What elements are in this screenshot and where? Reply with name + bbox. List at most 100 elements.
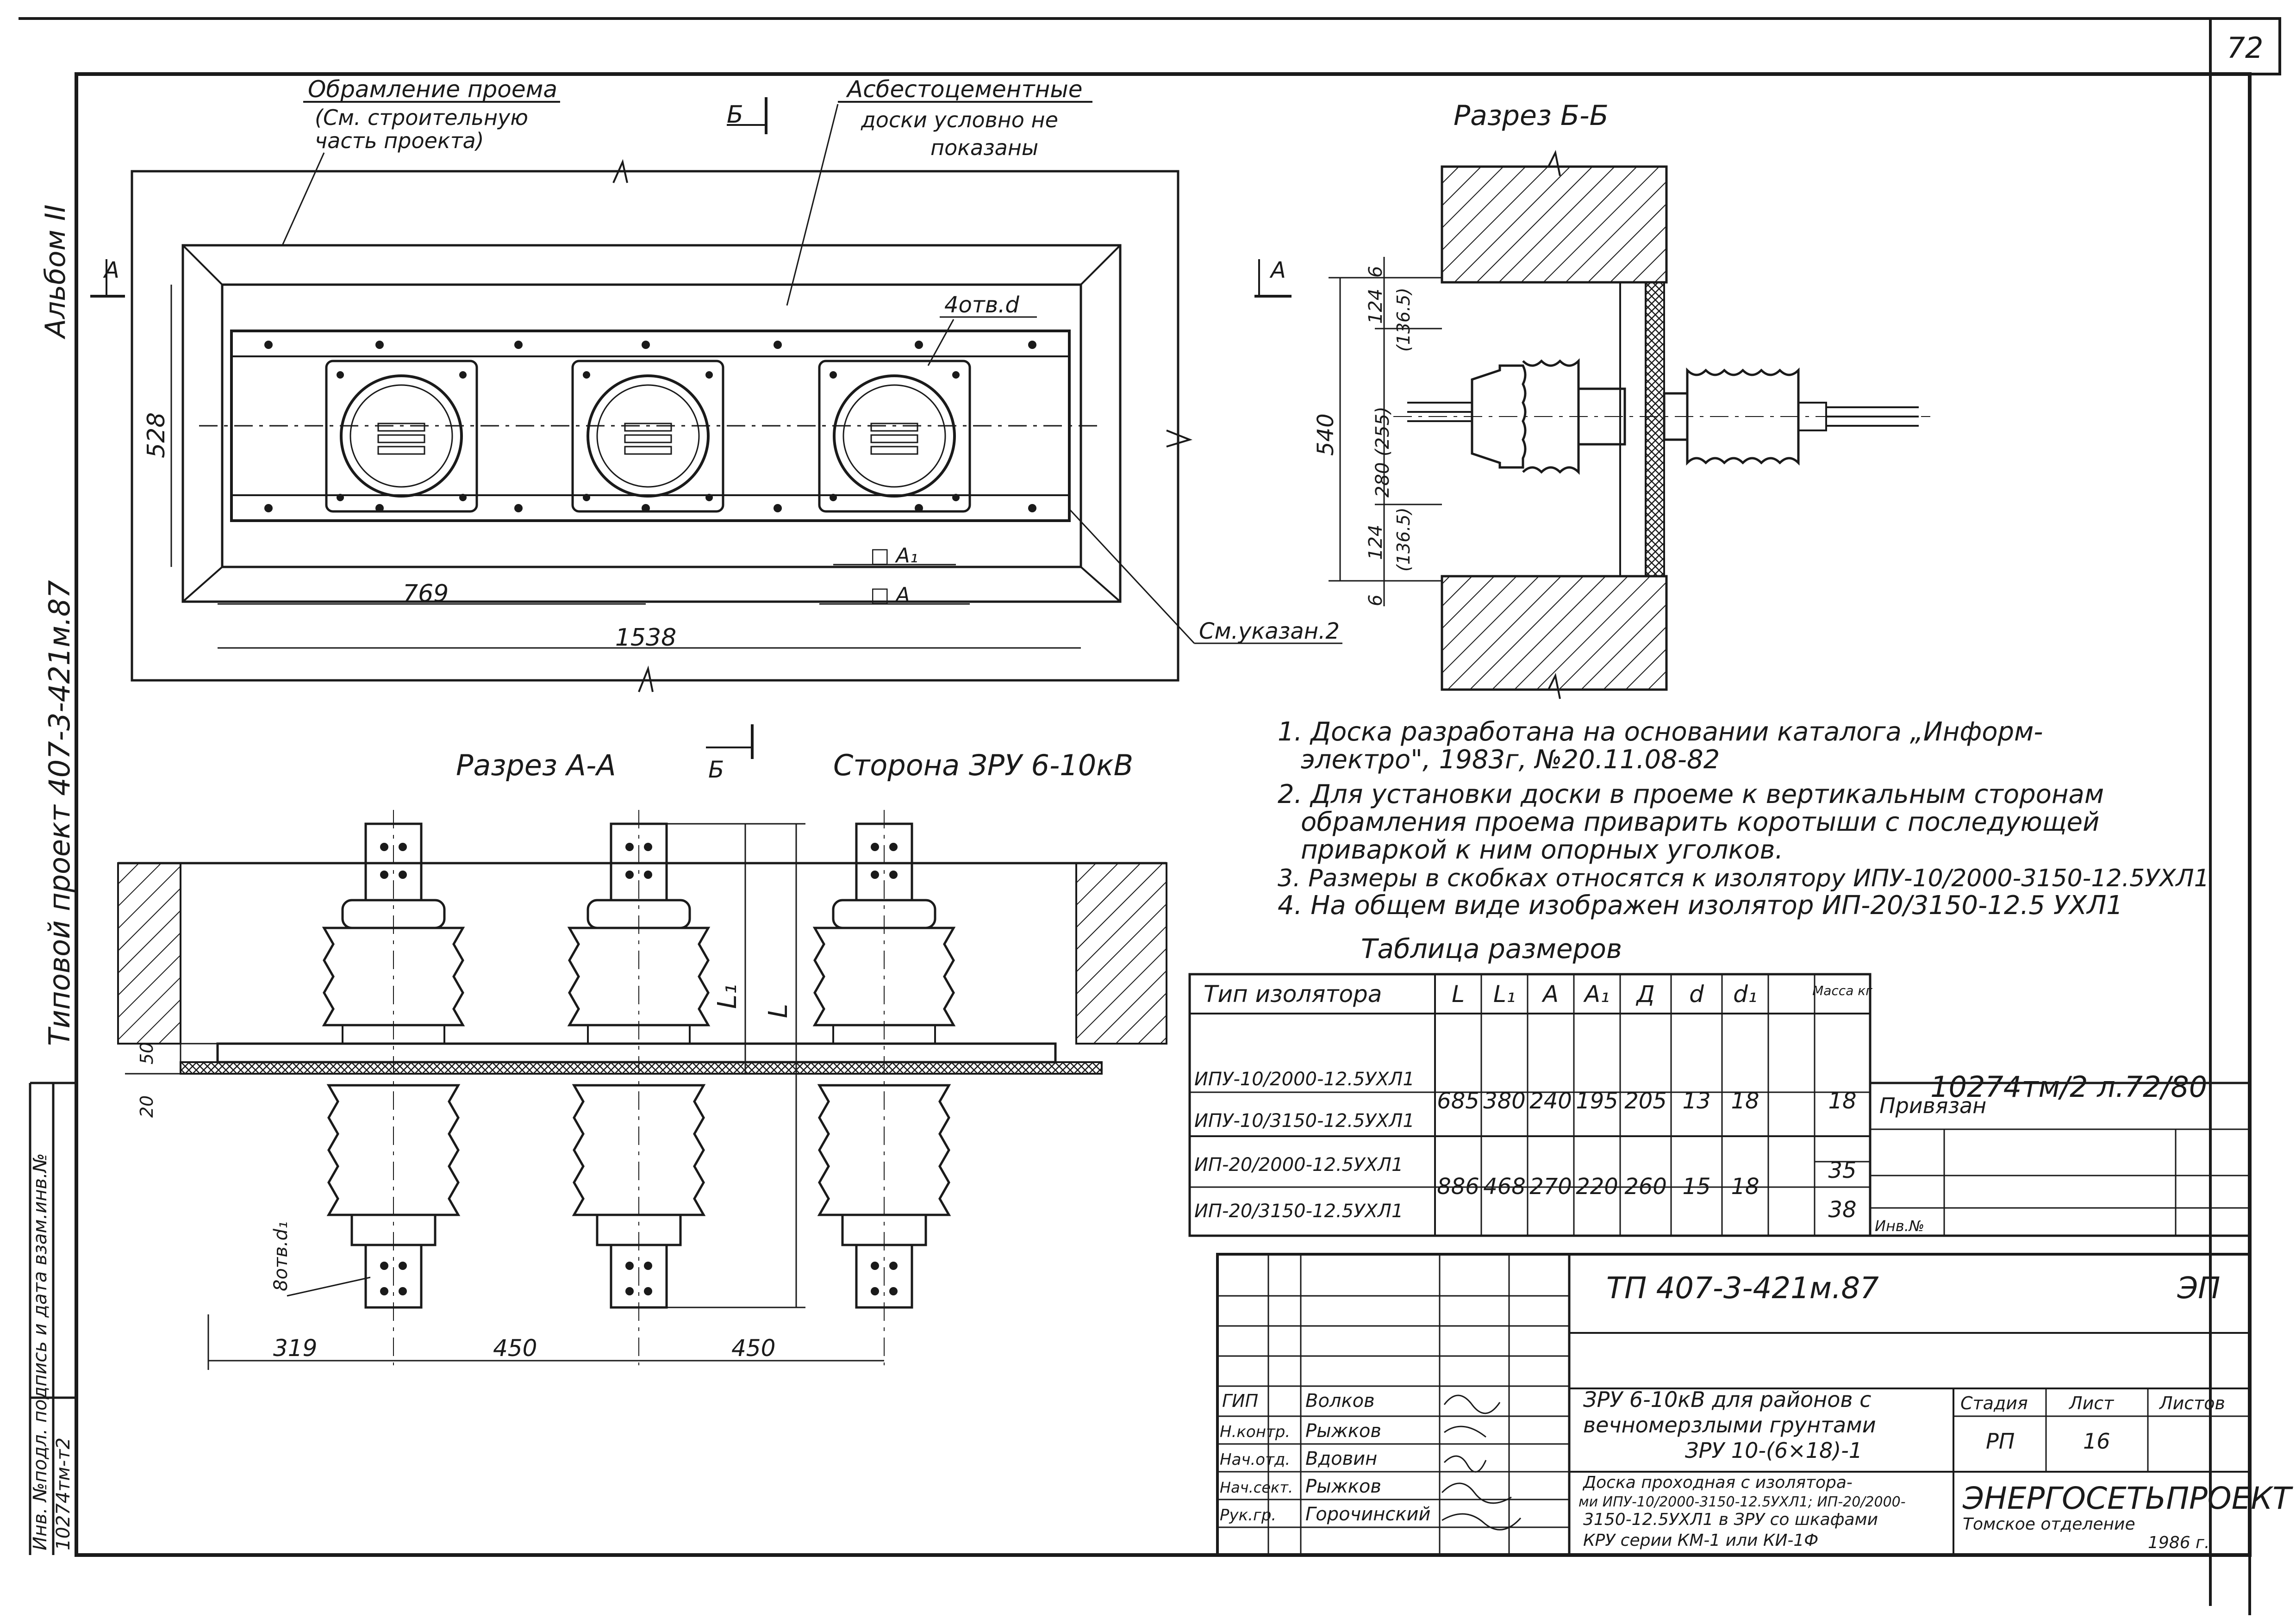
th-l1: L₁ [1493,981,1516,1008]
td-r3-type: ИП-20/2000-12.5УХЛ1 [1194,1154,1403,1176]
td-r2-type: ИПУ-10/3150-12.5УХЛ1 [1194,1110,1415,1132]
side-project-label: Типовой проект 407-3-421м.87 [43,580,76,1046]
note-line-2: электро", 1983г, №20.11.08-82 [1301,745,1720,775]
sheet-value: 16 [2083,1429,2110,1454]
th-a1: A₁ [1583,981,1610,1008]
section-bb-title: Разрез Б-Б [1454,100,1609,132]
sheets-label: Листов [2159,1393,2225,1413]
plan-dim-a1: □ A₁ [870,544,918,567]
td-r4-mass: 38 [1828,1197,1856,1223]
title-line-2: вечномерзлыми грунтами [1583,1412,1876,1437]
plan-dim-769: 769 [403,580,449,608]
aa-dim-20: 20 [137,1095,157,1118]
privyazan-label: Привязан [1879,1093,1986,1118]
plan-insulator-2 [571,360,724,513]
org-name: ЭНЕРГОСЕТЬПРОЕКТ [1962,1481,2293,1516]
doc-code: ТП 407-3-421м.87 [1606,1271,1879,1306]
note-line-3: 2. Для установки доски в проеме к вертик… [1278,779,2104,809]
td-r1-type: ИПУ-10/2000-12.5УХЛ1 [1194,1069,1415,1090]
handwritten-ref: 10274тм/2 л.72/80 [1930,1070,2207,1104]
td-r3-l: 886 [1437,1174,1479,1200]
aa-dim-450a: 450 [493,1335,537,1362]
note-line-4: обрамления проема приварить коротыши с п… [1301,807,2099,837]
td-r4-type: ИП-20/3150-12.5УХЛ1 [1194,1201,1403,1222]
td-r3-dcap: 260 [1624,1174,1667,1200]
name-nachsekt: Рыжков [1305,1476,1381,1497]
th-a: A [1541,981,1559,1008]
name-rukgr: Горочинский [1305,1504,1431,1525]
album-label: Альбом II [39,205,72,340]
sheet-title-2: ми ИПУ-10/2000-3150-12.5УХЛ1; ИП-20/2000… [1578,1494,1906,1510]
plan-dim-1538: 1538 [615,624,676,652]
td-r1-dcap: 205 [1624,1088,1667,1114]
aa-dim-50: 50 [137,1042,157,1064]
org-branch: Томское отделение [1963,1515,2135,1534]
plan-boards-label-3: показаны [930,135,1038,160]
plan-dim-a: □ A [870,583,910,607]
aa-dim-l1: L₁ [712,984,742,1009]
note-line-6: 3. Размеры в скобках относятся к изолято… [1278,865,2209,892]
sheet-frame: 72 Альбом II Типовой проект 407-3-421м.8… [19,17,2281,1615]
stage-value: РП [1986,1429,2015,1454]
size-table-title: Таблица размеров [1361,933,1622,964]
inv-no-label: Инв.№ [1875,1217,1924,1235]
bb-section-mark: А [1269,257,1286,283]
name-gip: Волков [1305,1390,1375,1412]
plan-framing-label-1: Обрамление проема [308,76,557,103]
plan-view: 528 769 1538 □ A₁ □ A Обрамление проема … [90,76,1342,692]
td-r3-mass: 35 [1828,1157,1856,1183]
section-code: ЭП [2177,1271,2221,1306]
th-type: Тип изолятора [1204,981,1382,1008]
bb-dim-124-bottom: 124 [1365,525,1386,560]
plan-framing-label-2: (См. строительную [315,105,528,130]
bb-dim-6-top: 6 [1365,266,1386,278]
section-bb: Разрез Б-Б 540 6 124 (1 [1254,100,1930,699]
name-nkontr: Рыжков [1305,1420,1381,1442]
td-r3-a1: 220 [1576,1174,1618,1200]
th-mass: Масса кг [1812,983,1872,998]
bb-dim-124-top: 124 [1365,289,1386,324]
td-r1-l1: 380 [1483,1088,1526,1114]
td-r1-a1: 195 [1576,1088,1618,1114]
section-aa: Разрез А-А Б Сторона ЗРУ 6-10кВ 50 20 [117,724,1167,1370]
role-nachotd: Нач.отд. [1220,1450,1290,1469]
sheet-title-3: 3150-12.5УХЛ1 в ЗРУ со шкафами [1583,1510,1878,1529]
th-d: d [1689,981,1704,1008]
section-aa-title: Разрез А-А [456,748,616,782]
section-bb-insulator [1393,358,1930,475]
inv-label: Инв. №подл. подпись и дата взам.инв.№ [30,1153,51,1550]
plan-boards-label-1: Асбестоцементные [846,76,1083,103]
td-r1-mass: 18 [1828,1088,1856,1114]
notes: 1. Доска разработана на основании катало… [1278,717,2209,921]
sheet-label: Лист [2068,1393,2115,1413]
td-r1-d: 13 [1682,1088,1710,1114]
title-line-1: ЗРУ 6-10кВ для районов с [1583,1387,1871,1412]
org-year: 1986 г. [2148,1533,2209,1552]
bb-dim-1365-bottom: (136.5) [1393,508,1414,572]
aa-dim-450b: 450 [731,1335,775,1362]
bb-dim-1365-top: (136.5) [1393,288,1414,352]
th-d1: d₁ [1733,981,1757,1008]
sheet-title-4: КРУ серии КМ-1 или КИ-1Ф [1583,1531,1818,1550]
plan-note-ref: См.указан.2 [1199,618,1340,644]
aa-dim-l: L [763,1004,793,1018]
td-r1-d1: 18 [1731,1088,1759,1114]
sheet-title-1: Доска проходная с изолятора- [1582,1473,1853,1492]
note-line-1: 1. Доска разработана на основании катало… [1278,717,2043,747]
td-r3-l1: 468 [1483,1174,1526,1200]
plan-insulator-1 [325,360,478,513]
td-r1-a: 240 [1529,1088,1572,1114]
aa-dim-319: 319 [273,1335,317,1362]
size-table: Таблица размеров Тип изолятора L L₁ A A₁… [1188,933,1872,1237]
stage-label: Стадия [1960,1393,2028,1413]
plan-bolts [264,341,1036,512]
section-aa-mark: Б [708,756,724,783]
bb-dim-280: 280 (255) [1372,406,1393,498]
td-r1-l: 685 [1437,1088,1479,1114]
th-l: L [1452,981,1465,1008]
plan-holes-label: 4отв.d [944,292,1019,318]
title-line-3: ЗРУ 10-(6×18)-1 [1685,1438,1862,1463]
section-aa-side-label: Сторона ЗРУ 6-10кВ [833,748,1133,782]
role-gip: ГИП [1222,1391,1258,1411]
